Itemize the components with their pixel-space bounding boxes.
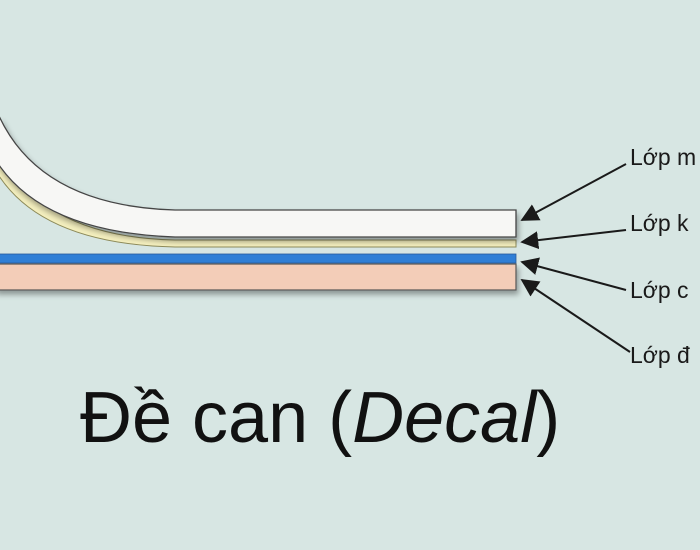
label-layer-1: Lớp m — [630, 144, 696, 170]
top-layer — [0, 116, 517, 238]
arrow-layer-2 — [520, 229, 627, 250]
blue-layer — [0, 253, 517, 264]
caption-italic: Decal — [352, 378, 537, 458]
diagram-caption: Đề can (Decal) — [80, 382, 560, 454]
label-layer-3: Lớp c — [630, 277, 689, 303]
label-layer-4: Lớp đ — [630, 342, 690, 368]
arrow-layer-1 — [520, 163, 627, 221]
backing-layer — [0, 263, 517, 291]
caption-main: Đề can ( — [80, 378, 353, 458]
arrow-layer-3 — [520, 257, 627, 291]
arrow-layer-4 — [520, 279, 631, 353]
caption-close: ) — [536, 378, 561, 458]
label-layer-2: Lớp k — [630, 210, 689, 236]
